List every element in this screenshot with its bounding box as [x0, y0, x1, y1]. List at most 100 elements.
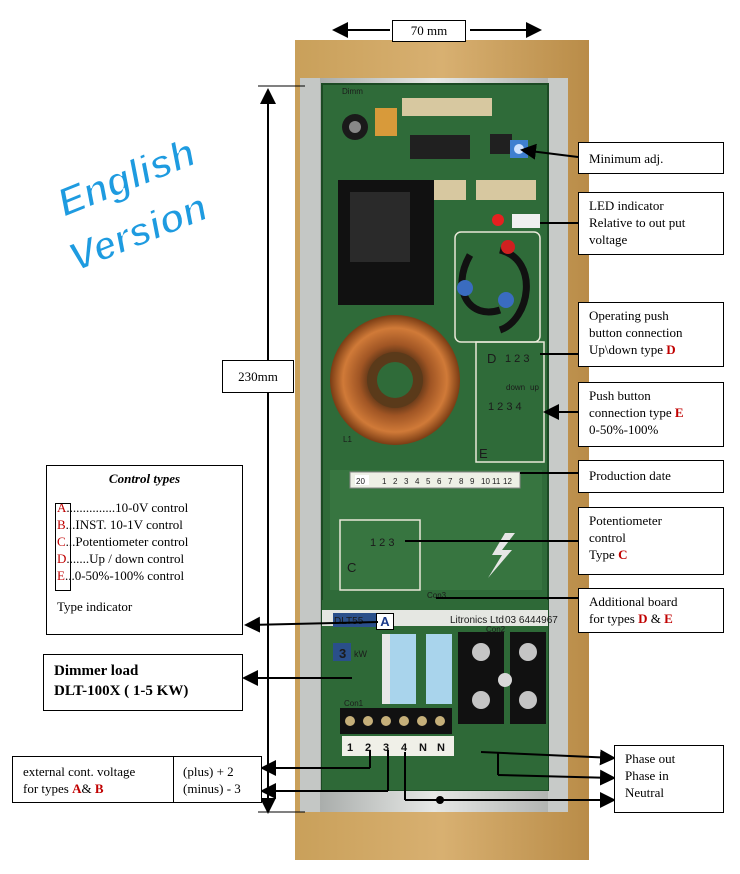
type-indicator-label: Type indicator [57, 599, 133, 614]
terminal-number: N [419, 742, 427, 754]
board-maker: Litronics Ltd [450, 615, 504, 626]
external-plus: (plus) + 2 [183, 764, 234, 779]
external-amp: & [81, 781, 95, 796]
control-type-row: C...Potentiometer control [57, 533, 242, 550]
control-type-row: A...............10-0V control [57, 499, 242, 516]
board-d-nums: 1 2 3 [505, 353, 529, 365]
pot-type-letter: C [618, 547, 628, 562]
english-version-title: English Version [50, 130, 214, 281]
neutral: Neutral [625, 785, 664, 800]
resistors [402, 98, 536, 200]
external-voltage-box: external cont. voltage for types A& B (p… [12, 756, 262, 803]
additional-line1: Additional board [589, 594, 678, 609]
control-type-text: ...INST. 10-1V control [65, 517, 183, 532]
external-line1: external cont. voltage [23, 764, 136, 779]
control-terminal-block [340, 708, 452, 734]
relay-2 [426, 634, 452, 704]
production-date-number: 9 [470, 477, 475, 486]
ic-chip [410, 135, 470, 159]
operating-line2: button connection [589, 325, 683, 340]
board-prod-start: 20 [356, 477, 365, 486]
production-date-number: 8 [459, 477, 464, 486]
production-date-number: 11 [492, 477, 501, 486]
external-line2: for types [23, 781, 73, 796]
led-line2: Relative to out put [589, 215, 686, 230]
external-type-a: A [72, 781, 82, 796]
operating-type-letter: D [666, 342, 676, 357]
additional-type-e: E [664, 611, 673, 626]
additional-type-d: D [638, 611, 648, 626]
production-date-number: 10 [481, 477, 490, 486]
board-kw-digit: 3 [339, 646, 346, 661]
led-indicator [492, 214, 504, 226]
production-date-number: 5 [426, 477, 431, 486]
board-e-nums: 1 2 3 4 [488, 401, 522, 413]
board-phone: 03 6444967 [505, 615, 558, 626]
additional-line2: for types [589, 611, 639, 626]
relay-1 [390, 634, 416, 704]
external-type-b: B [94, 781, 104, 796]
led-indicator-callout: LED indicator Relative to out put voltag… [578, 192, 724, 255]
phase-in: Phase in [625, 768, 669, 783]
operating-line1: Operating push [589, 308, 669, 323]
control-types-box: Control types A...............10-0V cont… [46, 465, 243, 635]
board-d-label: D [487, 351, 496, 366]
production-date-number: 12 [503, 477, 512, 486]
control-type-text: ...Potentiometer control [65, 534, 189, 549]
terminal-number: N [437, 742, 445, 754]
type-letter-bracket [55, 503, 71, 591]
production-date-callout: Production date [578, 460, 724, 493]
additional-board-callout: Additional board for types D & E [578, 588, 724, 633]
terminal-number: 3 [383, 742, 389, 754]
external-minus: (minus) - 3 [183, 781, 241, 796]
terminal-number: 1 [347, 742, 353, 754]
potentiometer-callout: Potentiometer control Type C [578, 507, 724, 575]
control-type-letter: B [57, 517, 66, 532]
phase-out: Phase out [625, 751, 676, 766]
control-type-text: ...............10-0V control [66, 500, 189, 515]
pot-line1: Potentiometer [589, 513, 662, 528]
control-type-row: E...0-50%-100% control [57, 567, 242, 584]
production-date-number: 7 [448, 477, 453, 486]
production-date-number: 2 [393, 477, 398, 486]
board-c-label: C [347, 560, 356, 575]
control-type-row: B...INST. 10-1V control [57, 516, 242, 533]
phase-neutral-callout: Phase out Phase in Neutral [614, 745, 724, 813]
board-down: down [506, 383, 525, 392]
dimmer-load-box: Dimmer load DLT-100X ( 1-5 KW) [43, 654, 243, 711]
control-type-letter: C [57, 534, 66, 549]
board-dimmer-text: Dimm [342, 87, 363, 96]
additional-amp: & [647, 611, 665, 626]
board-model: DLT55 [334, 616, 364, 627]
board-con1: Con1 [344, 699, 364, 708]
height-dimension-label: 230mm [222, 360, 294, 393]
board-l1: L1 [343, 435, 352, 444]
terminal-number: 2 [365, 742, 371, 754]
board-c-nums: 1 2 3 [370, 537, 394, 549]
control-type-text: ...0-50%-100% control [64, 568, 185, 583]
production-date-number: 6 [437, 477, 442, 486]
board-con2: Con2 [486, 625, 506, 634]
push-line3: 0-50%-100% [589, 422, 659, 437]
production-date-number: 1 [382, 477, 387, 486]
production-date-number: 4 [415, 477, 420, 486]
control-type-letter: D [57, 551, 67, 566]
control-type-letter: A [57, 500, 67, 515]
width-dimension-label: 70 mm [392, 20, 466, 42]
pot-line3: Type [589, 547, 619, 562]
push-line1: Push button [589, 388, 651, 403]
led-line3: voltage [589, 232, 628, 247]
push-line2: connection type [589, 405, 675, 420]
push-button-type-e-callout: Push button connection type E 0-50%-100% [578, 382, 724, 447]
minimum-adj-callout: Minimum adj. [578, 142, 724, 174]
dimmer-load-line1: Dimmer load [54, 663, 139, 679]
board-up: up [530, 383, 539, 392]
board-con3: Con3 [427, 591, 447, 600]
pot-line2: control [589, 530, 626, 545]
